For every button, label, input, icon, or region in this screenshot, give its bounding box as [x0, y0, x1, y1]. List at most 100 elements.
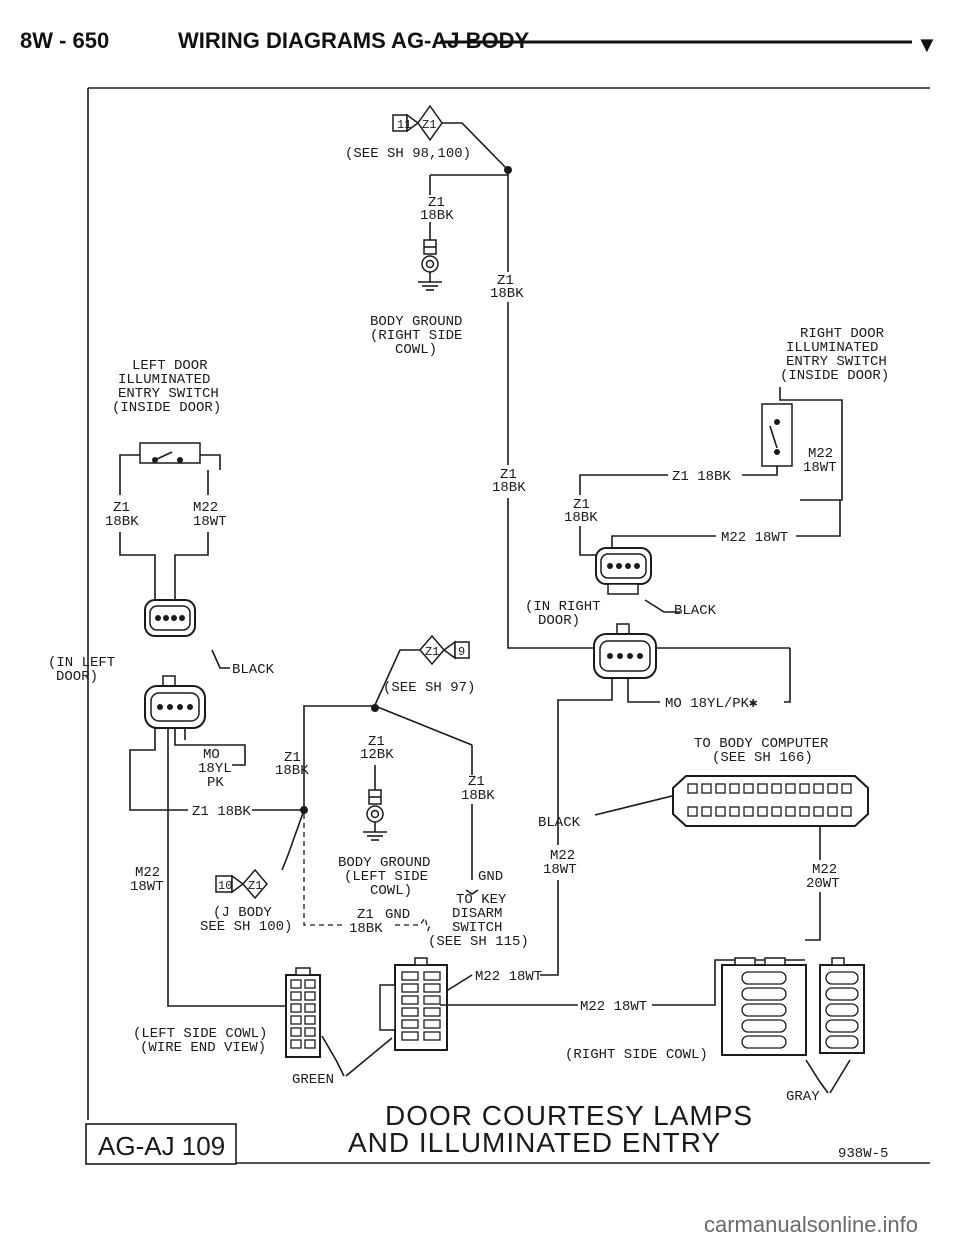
header-marker: ▼: [916, 32, 938, 57]
svg-text:DISARM: DISARM: [452, 906, 502, 922]
wire-left-z1: [119, 532, 156, 600]
wire-left-mo: [174, 728, 246, 766]
left-cowl-connector-a-icon: [285, 967, 321, 1058]
wire-label-m22: M22: [193, 500, 218, 516]
left-door-connector-upper-icon: [144, 599, 196, 637]
body-computer-connector-icon: [672, 775, 869, 827]
figure-code: 938W-5: [838, 1146, 888, 1162]
wire-label-m22-18wt: M22 18WT: [580, 999, 647, 1015]
wire-left-m22: [174, 532, 209, 600]
wire-label-18bk: 18BK: [490, 286, 524, 302]
watermark: carmanualsonline.info: [704, 1212, 918, 1237]
right-cowl-connector-b-icon: [819, 957, 865, 1054]
wire-label-18bk: 18BK: [461, 788, 495, 804]
body-computer-label: TO BODY COMPUTER: [694, 736, 829, 752]
wire-label-18bk: 18BK: [420, 208, 454, 224]
svg-text:ILLUMINATED: ILLUMINATED: [118, 372, 210, 388]
wire-label-z1: Z1: [284, 750, 301, 766]
svg-text:DOOR): DOOR): [538, 613, 580, 629]
wire-right-m22-down: [557, 678, 613, 845]
wire-left-z1-down: [129, 728, 188, 811]
right-cowl-label: (RIGHT SIDE COWL): [565, 1047, 708, 1063]
svg-text:9: 9: [458, 645, 465, 659]
wire-label-20wt: 20WT: [806, 876, 840, 892]
wire-label-m22: M22: [135, 865, 160, 881]
wire-label-18wt: 18WT: [543, 862, 577, 878]
wire-label-18wt: 18WT: [130, 879, 164, 895]
svg-text:Z1: Z1: [425, 645, 439, 659]
wire-label-m22-18wt: M22 18WT: [721, 530, 788, 546]
wire-trunk-lower: [507, 498, 604, 649]
page-code-box: [85, 1123, 237, 1165]
wire-label-m22: M22: [812, 862, 837, 878]
key-disarm-switch-label: TO KEY: [456, 892, 507, 908]
svg-text:Z1: Z1: [422, 118, 436, 132]
svg-text:DOOR): DOOR): [56, 669, 98, 685]
diagram-title-line-2: AND ILLUMINATED ENTRY: [348, 1127, 721, 1158]
right-door-connector-lower-icon: [593, 623, 657, 679]
in-right-door-label: (IN RIGHT: [525, 599, 601, 615]
wire-label-z1: Z1: [497, 273, 514, 289]
wire-label-18bk: 18BK: [275, 763, 309, 779]
wire-dashed-option: [303, 814, 345, 926]
top-see-reference: (SEE SH 98,100): [345, 146, 471, 162]
wire-label-z1: Z1: [500, 467, 517, 483]
left-cowl-label: (LEFT SIDE COWL): [133, 1026, 267, 1042]
svg-text:Z1: Z1: [248, 879, 262, 893]
svg-text:(SEE SH 166): (SEE SH 166): [712, 750, 813, 766]
svg-text:SEE SH 100): SEE SH 100): [200, 919, 292, 935]
right-door-connector-upper-icon: [595, 547, 652, 595]
wire-label-gnd: GND: [385, 907, 410, 923]
wire-label-18wt: 18WT: [803, 460, 837, 476]
right-cowl-connector-a-icon: [721, 957, 807, 1056]
connector-color-black: BLACK: [538, 815, 581, 831]
svg-text:(INSIDE DOOR): (INSIDE DOOR): [112, 400, 221, 416]
svg-text:(SEE SH 115): (SEE SH 115): [428, 934, 529, 950]
wire-label-18bk: 18BK: [349, 921, 383, 937]
mid-see-reference: (SEE SH 97): [383, 680, 475, 696]
wire-label-mo-18yl-pk: MO 18YL/PK✱: [665, 696, 758, 712]
diagram-title-line-1: DOOR COURTESY LAMPS: [385, 1100, 753, 1131]
wire-label-z1: Z1: [573, 497, 590, 513]
wire-label-12bk: 12BK: [360, 747, 394, 763]
body-ground-right-label: BODY GROUND: [370, 314, 462, 330]
ground-eyelet-right-icon: [418, 239, 442, 291]
body-ground-left-label: BODY GROUND: [338, 855, 430, 871]
connector-color-green: GREEN: [292, 1072, 334, 1088]
left-door-switch-label: LEFT DOOR: [132, 358, 208, 374]
svg-text:ILLUMINATED: ILLUMINATED: [786, 340, 878, 356]
wire-label-m22: M22: [550, 848, 575, 864]
connector-color-black: BLACK: [232, 662, 275, 678]
connector-color-gray: GRAY: [786, 1089, 820, 1105]
wire-label-m22-18wt: M22 18WT: [475, 969, 542, 985]
top-splice-connector: 11 Z1: [392, 104, 443, 142]
wire-label-z1: Z1: [357, 907, 374, 923]
wire-label-z1: Z1: [368, 734, 385, 750]
svg-text:10: 10: [218, 879, 232, 893]
lower-splice-connector: 10 Z1: [215, 868, 268, 900]
svg-text:11: 11: [397, 118, 411, 132]
page-reference: 8W - 650: [20, 28, 109, 53]
wire-label-18bk: 18BK: [492, 480, 526, 496]
mid-splice-connector: Z1 9: [419, 634, 470, 666]
connector-color-black: BLACK: [674, 603, 717, 619]
svg-text:(RIGHT SIDE: (RIGHT SIDE: [370, 328, 462, 344]
in-left-door-label: (IN LEFT: [48, 655, 115, 671]
wire-label-z1-18bk: Z1 18BK: [192, 804, 251, 820]
left-cowl-connector-b-icon: [379, 957, 448, 1051]
wire-label-m22: M22: [808, 446, 833, 462]
wire-label-mo: MO: [203, 747, 220, 763]
left-door-connector-lower-icon: [144, 675, 206, 729]
svg-text:ENTRY SWITCH: ENTRY SWITCH: [118, 386, 219, 402]
svg-text:(LEFT SIDE: (LEFT SIDE: [344, 869, 428, 885]
svg-text:(INSIDE DOOR): (INSIDE DOOR): [780, 368, 889, 384]
right-door-switch-icon: [761, 403, 793, 467]
wire-top-diagonal: [442, 122, 509, 171]
left-door-switch-icon: [119, 442, 221, 470]
wire-label-z1-18bk: Z1 18BK: [672, 469, 731, 485]
wire-label-18bk: 18BK: [105, 514, 139, 530]
wire-label-18yl: 18YL: [198, 761, 232, 777]
svg-text:(WIRE END VIEW): (WIRE END VIEW): [140, 1040, 266, 1056]
